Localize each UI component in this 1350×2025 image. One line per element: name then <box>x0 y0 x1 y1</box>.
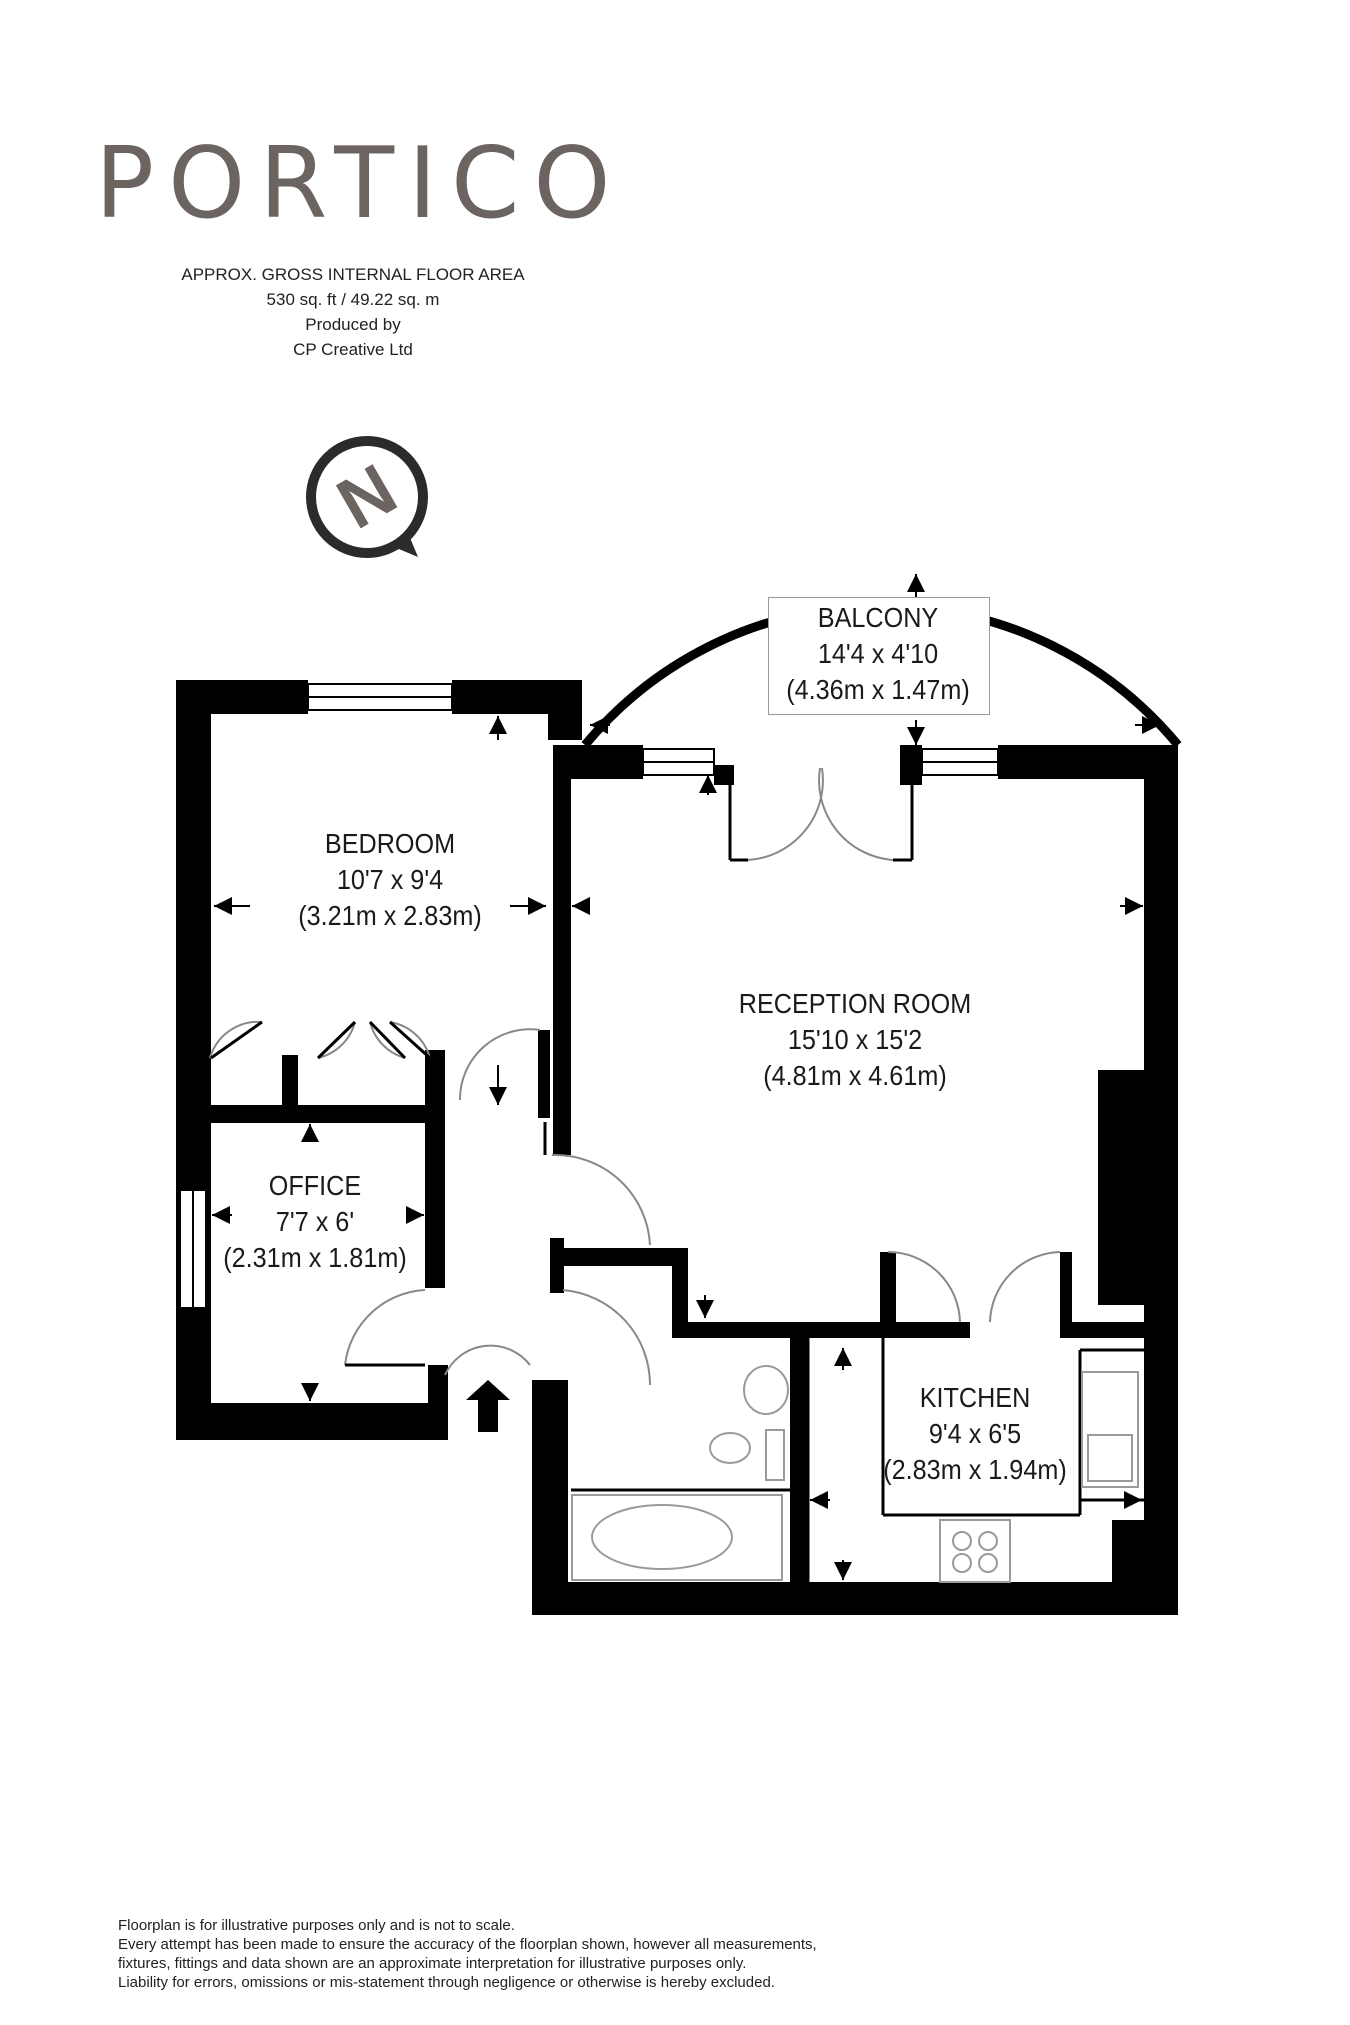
entrance-arrow-icon <box>466 1380 510 1432</box>
bedroom-label: BEDROOM 10'7 x 9'4 (3.21m x 2.83m) <box>282 826 498 934</box>
reception-metric: (4.81m x 4.61m) <box>763 1060 947 1091</box>
bathroom-fixtures <box>571 1365 789 1581</box>
sink-icon <box>1081 1371 1139 1488</box>
basin-icon <box>743 1365 789 1415</box>
balcony-name: BALCONY <box>817 602 939 633</box>
office-imperial: 7'7 x 6' <box>275 1206 355 1237</box>
reception-name: RECEPTION ROOM <box>738 988 972 1019</box>
kitchen-metric: (2.83m x 1.94m) <box>883 1454 1067 1485</box>
office-name: OFFICE <box>268 1170 362 1201</box>
disclaimer-line-1: Floorplan is for illustrative purposes o… <box>118 1917 515 1934</box>
disclaimer-line-2: Every attempt has been made to ensure th… <box>118 1936 817 1953</box>
bedroom-imperial: 10'7 x 9'4 <box>336 864 444 895</box>
floor-area-info: APPROX. GROSS INTERNAL FLOOR AREA 530 sq… <box>130 262 576 362</box>
office-metric: (2.31m x 1.81m) <box>223 1242 407 1273</box>
balcony-metric: (4.36m x 1.47m) <box>786 674 970 705</box>
balcony-label: BALCONY 14'4 x 4'10 (4.36m x 1.47m) <box>772 600 984 708</box>
walls <box>176 680 1178 1615</box>
kitchen-fixtures <box>939 1371 1139 1583</box>
hob-icon <box>939 1519 1011 1583</box>
reception-room-label: RECEPTION ROOM 15'10 x 15'2 (4.81m x 4.6… <box>716 986 995 1094</box>
balcony-imperial: 14'4 x 4'10 <box>817 638 939 669</box>
office-label: OFFICE 7'7 x 6' (2.31m x 1.81m) <box>212 1168 419 1276</box>
kitchen-imperial: 9'4 x 6'5 <box>928 1418 1022 1449</box>
portico-logo: PORTICO <box>95 127 625 241</box>
wardrobe-lines <box>210 1020 432 1367</box>
area-title: APPROX. GROSS INTERNAL FLOOR AREA <box>181 265 525 284</box>
produced-by-label: Produced by <box>305 315 401 334</box>
area-value: 530 sq. ft / 49.22 sq. m <box>266 290 440 309</box>
toilet-icon <box>709 1432 751 1464</box>
north-compass-icon: N <box>306 436 428 558</box>
windows <box>179 683 999 1309</box>
balcony-label-box <box>768 597 990 715</box>
producer-name: CP Creative Ltd <box>293 340 413 359</box>
bedroom-name: BEDROOM <box>324 828 456 859</box>
disclaimer: Floorplan is for illustrative purposes o… <box>118 1916 918 1992</box>
disclaimer-line-3: fixtures, fittings and data shown are an… <box>118 1955 747 1972</box>
bedroom-metric: (3.21m x 2.83m) <box>298 900 482 931</box>
disclaimer-line-4: Liability for errors, omissions or mis-s… <box>118 1974 775 1991</box>
bathtub-icon <box>591 1504 733 1570</box>
kitchen-name: KITCHEN <box>919 1382 1031 1413</box>
door-swings <box>209 767 1061 1386</box>
reception-imperial: 15'10 x 15'2 <box>787 1024 923 1055</box>
kitchen-label: KITCHEN 9'4 x 6'5 (2.83m x 1.94m) <box>872 1380 1079 1488</box>
dimension-arrows <box>212 574 1160 1580</box>
